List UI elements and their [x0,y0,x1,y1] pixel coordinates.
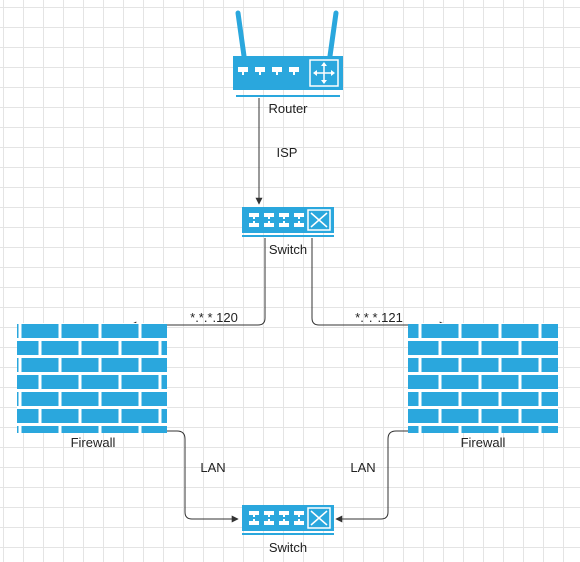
connector-firewall-left-to-lan-switch [133,430,239,523]
switch-bottom-node[interactable]: Switch [241,504,335,555]
switch-top-node[interactable]: Switch [241,206,335,257]
edge-label-ip-121: *.*.*.121 [355,310,403,325]
switch-top-label: Switch [269,242,307,257]
firewall-right-node[interactable]: Firewall [408,323,558,450]
edge-label-lan-left: LAN [200,460,225,475]
firewall-left-label: Firewall [71,435,116,450]
connector-firewall-right-to-lan-switch [335,430,444,523]
edge-label-lan-right: LAN [350,460,375,475]
firewall-brick-icon [408,323,558,433]
edge-label-isp: ISP [277,145,298,160]
connector-switch-to-firewall-right [311,238,447,329]
firewall-left-node[interactable]: Firewall [17,323,167,450]
switch-bottom-label: Switch [269,540,307,555]
router-label: Router [268,101,308,116]
firewall-brick-icon [17,323,167,433]
firewall-right-label: Firewall [461,435,506,450]
switch-icon [241,206,335,238]
router-node[interactable]: Router [233,10,343,116]
switch-icon [241,504,335,536]
edge-label-ip-120: *.*.*.120 [190,310,238,325]
router-icon [233,10,343,97]
connector-switch-to-firewall-left [129,238,266,329]
